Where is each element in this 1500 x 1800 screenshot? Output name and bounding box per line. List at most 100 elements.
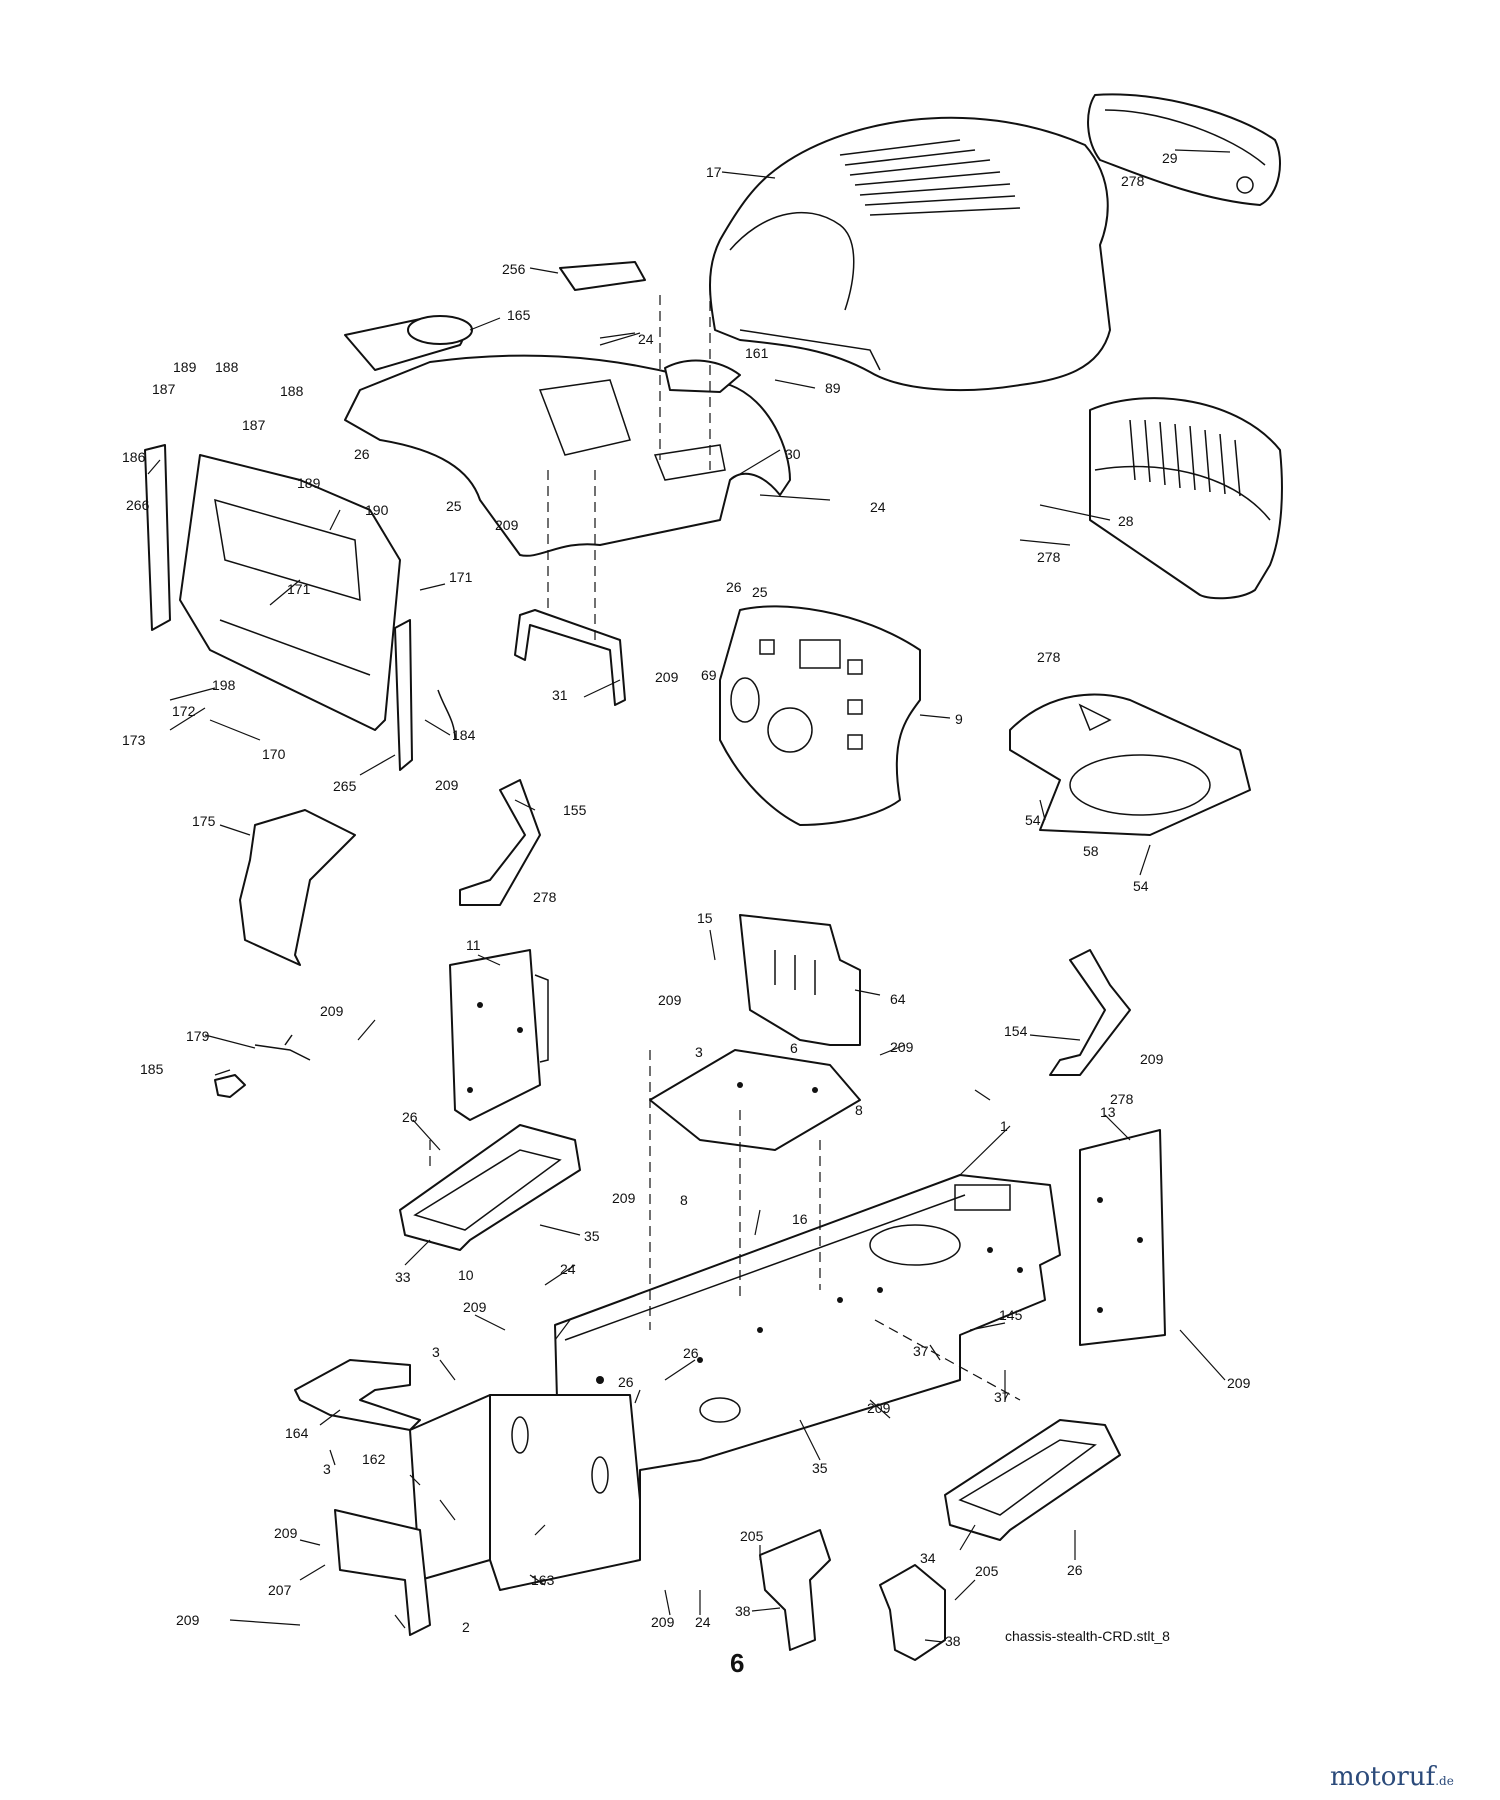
callout-172: 172	[172, 703, 196, 719]
callout-209: 209	[651, 1614, 675, 1630]
callout-16: 16	[792, 1211, 808, 1227]
callout-209: 209	[655, 669, 679, 685]
callout-187: 187	[242, 417, 266, 433]
callout-11: 11	[466, 937, 481, 953]
watermark-tld: .de	[1435, 1774, 1454, 1788]
shield-175-part	[239, 809, 356, 966]
bracket-38-left-part	[759, 1529, 831, 1651]
callout-266: 266	[126, 497, 150, 513]
hood-part	[709, 116, 1111, 392]
callout-209: 209	[612, 1190, 636, 1206]
callout-8: 8	[855, 1102, 863, 1118]
assembly-lines	[429, 285, 1021, 1401]
callout-24: 24	[560, 1261, 576, 1277]
front-bumper-frame-part	[144, 444, 456, 771]
callout-209: 209	[495, 517, 519, 533]
footrest-left-part	[399, 1124, 581, 1251]
watermark-text: motoruf	[1330, 1762, 1436, 1792]
callout-89: 89	[825, 380, 841, 396]
bracket-38-right-part	[879, 1564, 946, 1661]
callout-38: 38	[945, 1633, 961, 1649]
callout-9: 9	[955, 711, 963, 727]
callout-6: 6	[790, 1040, 798, 1056]
callout-10: 10	[458, 1267, 474, 1283]
callout-64: 64	[890, 991, 906, 1007]
callout-184: 184	[452, 727, 476, 743]
cover-plate-part	[344, 261, 646, 371]
callout-24: 24	[695, 1614, 711, 1630]
callout-26: 26	[402, 1109, 418, 1125]
callout-15: 15	[697, 910, 713, 926]
callout-25: 25	[446, 498, 462, 514]
callout-26: 26	[354, 446, 370, 462]
callout-24: 24	[638, 331, 654, 347]
callout-256: 256	[502, 261, 526, 277]
callout-189: 189	[173, 359, 197, 375]
callout-35: 35	[584, 1228, 600, 1244]
callout-187: 187	[152, 381, 176, 397]
callout-24: 24	[870, 499, 886, 515]
callout-198: 198	[212, 677, 236, 693]
callout-26: 26	[726, 579, 742, 595]
plate-64-part	[739, 914, 861, 1046]
callout-3: 3	[432, 1344, 440, 1360]
callout-278: 278	[1037, 549, 1061, 565]
bracket-154-part	[1049, 949, 1131, 1076]
callout-13: 13	[1100, 1104, 1116, 1120]
lift-rod-part	[214, 1034, 311, 1098]
callout-205: 205	[740, 1528, 764, 1544]
callout-265: 265	[333, 778, 357, 794]
callout-189: 189	[297, 475, 321, 491]
fender-part	[344, 354, 791, 557]
side-plate-11-part	[449, 949, 549, 1121]
callout-186: 186	[122, 449, 146, 465]
callout-25: 25	[752, 584, 768, 600]
watermark-logo: motoruf.de	[1330, 1762, 1454, 1792]
grille-insert-part	[1087, 93, 1281, 206]
callout-164: 164	[285, 1425, 309, 1441]
callout-209: 209	[867, 1400, 891, 1416]
seat-pan-part	[1009, 693, 1251, 836]
footrest-right-part	[944, 1419, 1121, 1541]
diagram-filename: chassis-stealth-CRD.stlt_8	[1005, 1628, 1170, 1644]
callout-54: 54	[1025, 812, 1041, 828]
callout-69: 69	[701, 667, 717, 683]
callout-37: 37	[994, 1389, 1010, 1405]
callout-154: 154	[1004, 1023, 1028, 1039]
callout-35: 35	[812, 1460, 828, 1476]
callout-209: 209	[320, 1003, 344, 1019]
callout-209: 209	[463, 1299, 487, 1315]
page-number: 6	[730, 1648, 745, 1678]
callout-170: 170	[262, 746, 286, 762]
callout-209: 209	[1227, 1375, 1251, 1391]
callout-161: 161	[745, 345, 769, 361]
callout-3: 3	[695, 1044, 703, 1060]
callout-145: 145	[999, 1307, 1023, 1323]
callout-38: 38	[735, 1603, 751, 1619]
callout-17: 17	[706, 164, 722, 180]
bracket-31-part	[514, 609, 626, 706]
callout-278: 278	[533, 889, 557, 905]
callout-162: 162	[362, 1451, 386, 1467]
callout-185: 185	[140, 1061, 164, 1077]
callout-2: 2	[462, 1619, 470, 1635]
callout-33: 33	[395, 1269, 411, 1285]
callout-188: 188	[280, 383, 304, 399]
callout-34: 34	[920, 1550, 936, 1566]
callout-175: 175	[192, 813, 216, 829]
callout-28: 28	[1118, 513, 1134, 529]
callout-188: 188	[215, 359, 239, 375]
callout-labels: 17 29 278 256 165 24 161 89 189 188 187 …	[122, 150, 1251, 1649]
callout-26: 26	[1067, 1562, 1083, 1578]
callout-31: 31	[552, 687, 568, 703]
callout-179: 179	[186, 1028, 210, 1044]
callout-163: 163	[531, 1572, 555, 1588]
callout-209: 209	[176, 1612, 200, 1628]
hood-vents	[839, 139, 1021, 216]
callout-26: 26	[683, 1345, 699, 1361]
callout-1: 1	[1000, 1118, 1008, 1134]
callout-58: 58	[1083, 843, 1099, 859]
callout-165: 165	[507, 307, 531, 323]
callout-155: 155	[563, 802, 587, 818]
